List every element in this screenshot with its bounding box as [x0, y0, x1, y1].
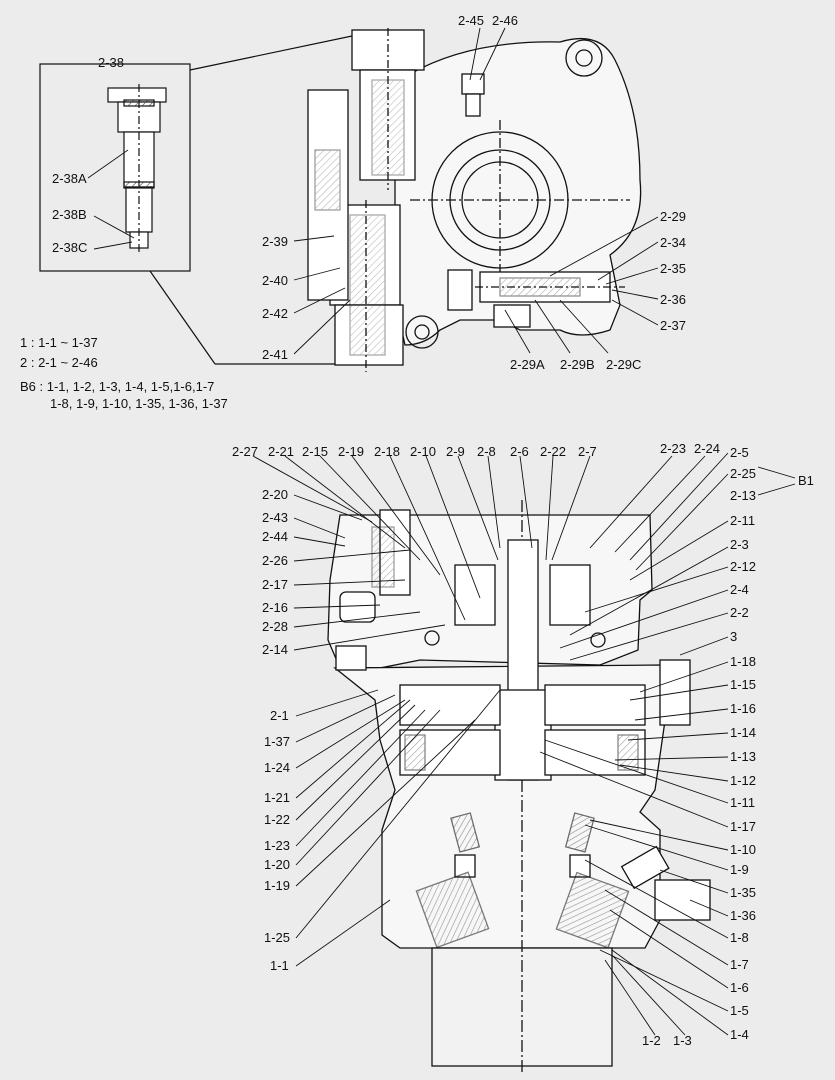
- callout-1-18: 1-18: [730, 654, 756, 669]
- callout-1-10: 1-10: [730, 842, 756, 857]
- callout-2-29c: 2-29C: [606, 357, 641, 372]
- note-line-1: 1 : 1-1 ~ 1-37: [20, 335, 98, 350]
- note-line-2: 2 : 2-1 ~ 2-46: [20, 355, 98, 370]
- callout-b1: B1: [798, 473, 814, 488]
- callout-2-35: 2-35: [660, 261, 686, 276]
- callout-1-17: 1-17: [730, 819, 756, 834]
- callout-2-41: 2-41: [262, 347, 288, 362]
- callout-2-28: 2-28: [262, 619, 288, 634]
- callout-1-19: 1-19: [264, 878, 290, 893]
- callout-2-3: 2-3: [730, 537, 749, 552]
- callout-1-20: 1-20: [264, 857, 290, 872]
- callout-2-46: 2-46: [492, 13, 518, 28]
- callout-2-38a: 2-38A: [52, 171, 87, 186]
- callout-2-45: 2-45: [458, 13, 484, 28]
- callout-1-6: 1-6: [730, 980, 749, 995]
- callout-1-36: 1-36: [730, 908, 756, 923]
- callout-2-9: 2-9: [446, 444, 465, 459]
- leader-lines: [87, 27, 796, 1036]
- callout-2-11: 2-11: [730, 513, 755, 528]
- callout-1-25: 1-25: [264, 930, 290, 945]
- callout-1-8: 1-8: [730, 930, 749, 945]
- callout-2-26: 2-26: [262, 553, 288, 568]
- callout-2-44: 2-44: [262, 529, 288, 544]
- callout-1-37: 1-37: [264, 734, 290, 749]
- callout-1-15: 1-15: [730, 677, 756, 692]
- callout-2-29: 2-29: [660, 209, 686, 224]
- note-line-4: 1-8, 1-9, 1-10, 1-35, 1-36, 1-37: [50, 396, 228, 411]
- callout-2-7: 2-7: [578, 444, 597, 459]
- bottom-section-view: [327, 500, 711, 1075]
- callout-2-14: 2-14: [262, 642, 288, 657]
- callout-1-12: 1-12: [730, 773, 756, 788]
- callout-2-39: 2-39: [262, 234, 288, 249]
- callout-2-12: 2-12: [730, 559, 756, 574]
- callout-2-24: 2-24: [694, 441, 720, 456]
- callout-2-29a: 2-29A: [510, 357, 545, 372]
- callout-1-23: 1-23: [264, 838, 290, 853]
- callout-2-16: 2-16: [262, 600, 288, 615]
- callout-1-1: 1-1: [270, 958, 289, 973]
- callout-1-24: 1-24: [264, 760, 290, 775]
- callout-2-5: 2-5: [730, 445, 749, 460]
- callout-1-5: 1-5: [730, 1003, 749, 1018]
- top-section-view: [307, 28, 642, 372]
- callout-1-22: 1-22: [264, 812, 290, 827]
- callout-1-3: 1-3: [673, 1033, 692, 1048]
- callout-2-40: 2-40: [262, 273, 288, 288]
- callout-2-22: 2-22: [540, 444, 566, 459]
- callout-2-1: 2-1: [270, 708, 289, 723]
- callout-2-18: 2-18: [374, 444, 400, 459]
- callout-2-29b: 2-29B: [560, 357, 595, 372]
- callout-2-6: 2-6: [510, 444, 529, 459]
- callout-2-10: 2-10: [410, 444, 436, 459]
- callout-1-2: 1-2: [642, 1033, 661, 1048]
- callout-2-2: 2-2: [730, 605, 749, 620]
- callout-2-38: 2-38: [98, 55, 124, 70]
- detail-box-2-38: [39, 35, 353, 365]
- callout-2-13: 2-13: [730, 488, 756, 503]
- callout-labels: 2-38 2-38A 2-38B 2-38C 2-45 2-46 2-39 2-40 2-42 2…: [52, 13, 814, 1048]
- callout-2-4: 2-4: [730, 582, 749, 597]
- callout-2-25: 2-25: [730, 466, 756, 481]
- callout-1-14: 1-14: [730, 725, 756, 740]
- callout-2-38b: 2-38B: [52, 207, 87, 222]
- callout-2-17: 2-17: [262, 577, 288, 592]
- callout-2-27: 2-27: [232, 444, 258, 459]
- callout-1-13: 1-13: [730, 749, 756, 764]
- callout-2-20: 2-20: [262, 487, 288, 502]
- callout-2-38c: 2-38C: [52, 240, 87, 255]
- callout-2-34: 2-34: [660, 235, 686, 250]
- callout-2-8: 2-8: [477, 444, 496, 459]
- callout-1-16: 1-16: [730, 701, 756, 716]
- callout-1-7: 1-7: [730, 957, 749, 972]
- note-line-3: B6 : 1-1, 1-2, 1-3, 1-4, 1-5,1-6,1-7: [20, 379, 215, 394]
- callout-2-21: 2-21: [268, 444, 294, 459]
- callout-1-4: 1-4: [730, 1027, 749, 1042]
- callout-2-43: 2-43: [262, 510, 288, 525]
- callout-1-35: 1-35: [730, 885, 756, 900]
- callout-2-23: 2-23: [660, 441, 686, 456]
- callout-2-36: 2-36: [660, 292, 686, 307]
- callout-3: 3: [730, 629, 737, 644]
- callout-2-42: 2-42: [262, 306, 288, 321]
- callout-2-19: 2-19: [338, 444, 364, 459]
- callout-2-15: 2-15: [302, 444, 328, 459]
- callout-1-11: 1-11: [730, 795, 755, 810]
- callout-1-21: 1-21: [264, 790, 290, 805]
- callout-2-37: 2-37: [660, 318, 686, 333]
- callout-1-9: 1-9: [730, 862, 749, 877]
